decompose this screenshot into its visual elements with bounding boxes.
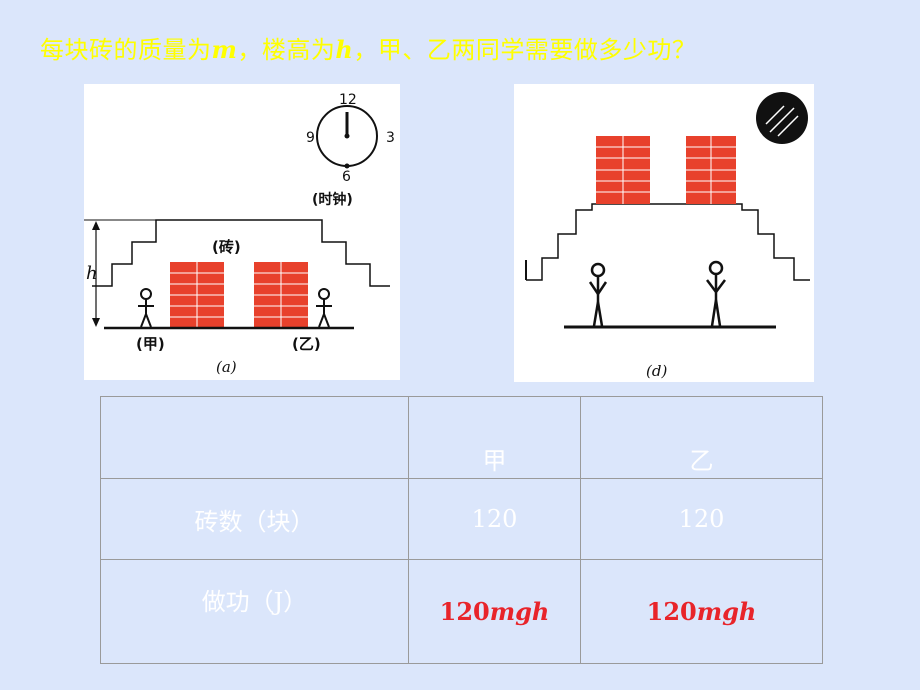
figure-b-caption: (d) <box>646 362 667 380</box>
bricks-yi: 120 <box>580 478 823 560</box>
work-jia-number: 120 <box>439 597 490 626</box>
figure-b: (d) <box>514 84 814 382</box>
clock-label: (时钟) <box>312 191 353 208</box>
header-cell-jia: 甲 <box>408 396 581 479</box>
var-h: h <box>335 35 354 64</box>
building-outline <box>92 219 390 287</box>
work-yi-number: 120 <box>646 597 697 626</box>
person-a-icon <box>588 262 608 327</box>
clock-9: 9 <box>306 130 315 146</box>
question-part-3: ，甲、乙两同学需要做多少功？ <box>353 36 697 64</box>
sun-icon <box>756 92 808 144</box>
header-cell-empty <box>100 396 409 479</box>
bricks-jia: 120 <box>408 478 581 560</box>
var-m: m <box>211 35 238 64</box>
height-label: h <box>86 263 98 284</box>
clock-6: 6 <box>342 169 351 185</box>
table-row-work: 做功（J） 120mgh 120mgh <box>100 559 823 664</box>
work-table: 甲 乙 砖数（块） 120 120 做功（J） 120mgh 120mgh <box>100 396 823 664</box>
figure-a-caption: (a) <box>216 358 237 376</box>
person-a-icon <box>138 288 154 328</box>
work-jia: 120mgh <box>408 559 581 664</box>
clock-3: 3 <box>386 130 395 146</box>
height-arrow <box>92 221 100 327</box>
person-b-icon <box>316 288 332 328</box>
brick-stack-b <box>254 262 308 328</box>
brick-stack-a <box>596 136 650 204</box>
work-jia-var: mgh <box>489 597 550 626</box>
row-label-bricks: 砖数（块） <box>100 478 409 560</box>
table-row-bricks: 砖数（块） 120 120 <box>100 478 823 560</box>
figure-a: 12 3 6 9 (时钟) h (砖) <box>84 84 400 380</box>
brick-stack-a <box>170 262 224 328</box>
table-header-row: 甲 乙 <box>100 396 823 479</box>
question-part-1: 每块砖的质量为 <box>40 36 212 64</box>
row-label-work: 做功（J） <box>100 559 409 664</box>
work-yi: 120mgh <box>580 559 823 664</box>
question-part-2: ，楼高为 <box>237 36 336 64</box>
person-b-label: (乙) <box>292 335 321 353</box>
clock-12: 12 <box>339 92 357 108</box>
work-yi-var: mgh <box>696 597 757 626</box>
brick-stack-b <box>686 136 736 204</box>
clock-icon <box>316 105 378 169</box>
person-a-label: (甲) <box>136 335 165 353</box>
brick-label: (砖) <box>212 238 241 256</box>
question-text: 每块砖的质量为m，楼高为h，甲、乙两同学需要做多少功？ <box>40 30 696 65</box>
person-b-icon <box>706 260 726 327</box>
building-outline <box>526 203 810 281</box>
header-cell-yi: 乙 <box>580 396 823 479</box>
